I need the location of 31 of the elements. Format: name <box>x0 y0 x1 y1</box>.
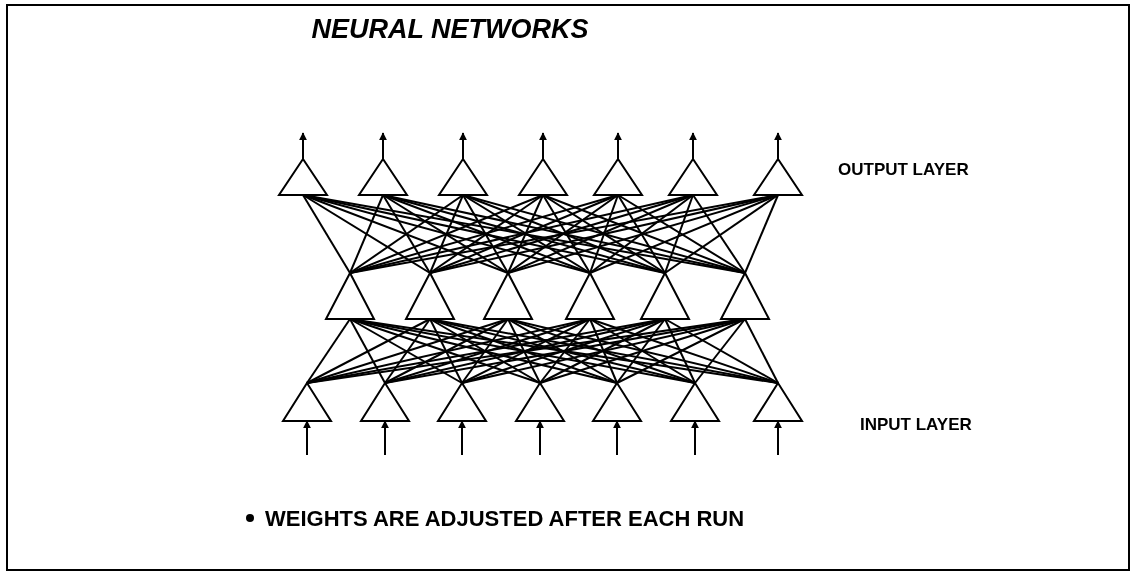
neuron-triangle <box>438 158 488 196</box>
layer-label: OUTPUT LAYER <box>838 160 969 180</box>
neuron-triangle <box>405 272 455 320</box>
neuron-triangle <box>753 382 803 422</box>
note-text: WEIGHTS ARE ADJUSTED AFTER EACH RUN <box>265 506 745 532</box>
signal-arrow <box>459 132 467 160</box>
neuron-triangle <box>592 382 642 422</box>
signal-arrow <box>539 132 547 160</box>
signal-arrow <box>379 132 387 160</box>
neuron-triangle <box>325 272 375 320</box>
layer-label: INPUT LAYER <box>860 415 972 435</box>
title: NEURAL NETWORKS <box>310 14 590 45</box>
signal-arrow <box>299 132 307 160</box>
neuron-triangle <box>720 272 770 320</box>
neuron-triangle <box>593 158 643 196</box>
neuron-triangle <box>753 158 803 196</box>
neuron-triangle <box>518 158 568 196</box>
neuron-triangle <box>565 272 615 320</box>
neuron-triangle <box>640 272 690 320</box>
neuron-triangle <box>282 382 332 422</box>
signal-arrow <box>774 132 782 160</box>
neuron-triangle <box>670 382 720 422</box>
neuron-triangle <box>278 158 328 196</box>
neuron-triangle <box>483 272 533 320</box>
signal-arrow <box>689 132 697 160</box>
neuron-triangle <box>358 158 408 196</box>
neuron-triangle <box>668 158 718 196</box>
neuron-triangle <box>515 382 565 422</box>
neuron-triangle <box>360 382 410 422</box>
signal-arrow <box>614 132 622 160</box>
neuron-triangle <box>437 382 487 422</box>
